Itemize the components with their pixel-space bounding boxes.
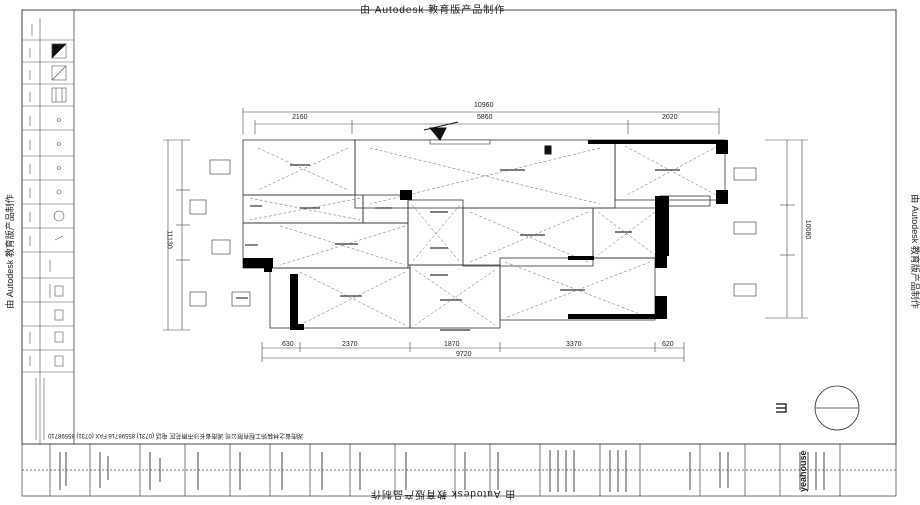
watermark-bottom: 由 Autodesk 教育版产品制作 [370, 488, 516, 499]
dim-right-total: 10080 [804, 219, 812, 240]
openings [189, 139, 757, 307]
dim-top-right: 2020 [662, 114, 678, 121]
watermark-top: 由 Autodesk 教育版产品制作 [360, 5, 506, 16]
dim-bottom-4: 3370 [566, 341, 582, 348]
section-marker [423, 121, 552, 155]
watermark-left: 由 Autodesk 教育版产品制作 [4, 194, 15, 309]
watermark-right: 由 Autodesk 教育版产品制作 [909, 194, 920, 309]
dim-left-total: 11130 [165, 230, 173, 249]
dim-bottom-3: 1870 [444, 341, 460, 348]
title-block [21, 443, 897, 497]
dim-bottom-1: 630 [282, 341, 294, 348]
company-logo: yeahouse [798, 450, 808, 492]
dim-bottom-5: 620 [662, 341, 674, 348]
dim-top-left: 2160 [292, 114, 308, 121]
thick-walls [243, 140, 728, 330]
dim-top-total: 10960 [474, 102, 494, 109]
room-annotations [236, 164, 680, 331]
room-outlines [242, 139, 726, 329]
room-diagonals [249, 145, 719, 326]
dim-bottom-total: 9720 [456, 351, 472, 358]
dimension-lines [163, 108, 808, 362]
dim-top-mid: 5860 [477, 114, 493, 121]
company-info-strip: 湖南省之林装饰工程有限公司 湖南省长沙市雨花区 电话 (0731) 855987… [48, 432, 304, 438]
legend-column [22, 18, 74, 444]
dim-bottom-2: 2370 [342, 341, 358, 348]
sheet-frame [21, 9, 897, 445]
north-arrow [776, 385, 860, 431]
